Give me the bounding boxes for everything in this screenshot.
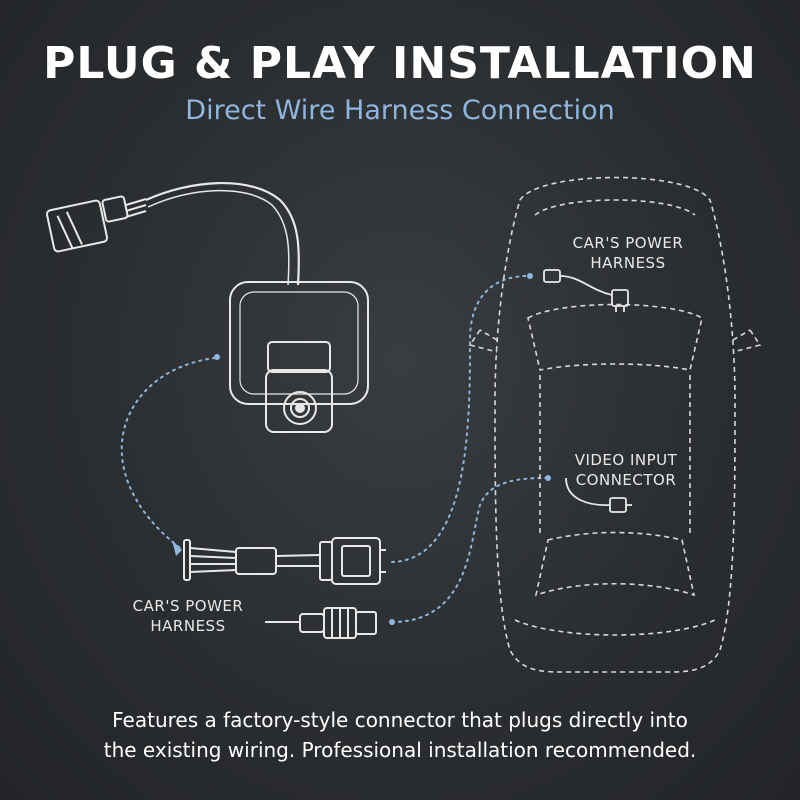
guide-harness-to-car-power — [391, 275, 529, 563]
camera-connector-plug — [45, 195, 147, 253]
page-title: PLUG & PLAY INSTALLATION — [43, 38, 757, 89]
video-rca-connector — [265, 607, 377, 639]
car-outline — [468, 176, 762, 673]
car-video-input — [565, 477, 632, 513]
camera-cable — [145, 181, 300, 286]
page-subtitle: Direct Wire Harness Connection — [185, 95, 615, 126]
guide-camera-to-harness — [120, 357, 216, 549]
backup-camera — [229, 281, 369, 433]
guide-video-to-car-input — [391, 477, 549, 623]
label-car-power-harness-top: CAR'S POWER HARNESS — [572, 234, 684, 272]
label-car-power-harness-left: CAR'S POWER HARNESS — [132, 597, 244, 635]
car-power-harness — [543, 269, 629, 312]
label-video-input-connector: VIDEO INPUT CONNECTOR — [574, 451, 678, 489]
power-harness-connector — [183, 537, 386, 585]
footer-description: Features a factory-style connector that … — [103, 708, 697, 762]
